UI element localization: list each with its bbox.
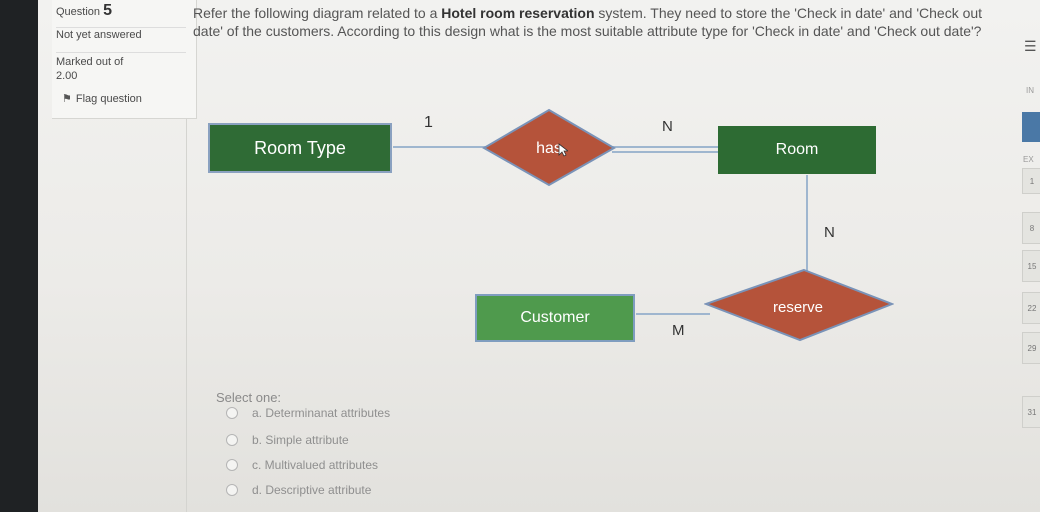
quiz-navigation: ☰ IN EX 1 8 15 22 29 31 [1020, 0, 1040, 512]
option-d-label: d. Descriptive attribute [252, 483, 372, 497]
nav-cell-1[interactable]: 1 [1022, 168, 1040, 194]
cursor-arrow-icon [558, 143, 568, 157]
question-number: Question 5 [56, 2, 112, 20]
option-a[interactable]: a. Determinanat attributes [226, 406, 390, 420]
nav-current-block[interactable] [1022, 112, 1040, 142]
nav-exam-label: EX [1023, 155, 1034, 164]
flag-question-link[interactable]: ⚑Flag question [62, 92, 142, 105]
nav-top-label: IN [1026, 86, 1034, 95]
nav-cell-31[interactable]: 31 [1022, 396, 1040, 428]
line-roomtype-has [393, 146, 528, 148]
relationship-has-label: has [536, 140, 562, 157]
question-bold: Hotel room reservation [441, 5, 595, 21]
question-info-box: Question 5 Not yet answered Marked out o… [52, 0, 197, 119]
option-b-label: b. Simple attribute [252, 433, 349, 447]
line-has-room-1 [612, 146, 718, 148]
select-one-label: Select one: [216, 390, 282, 405]
marked-out-of-label: Marked out of [56, 56, 124, 68]
cardinality-customer: M [672, 322, 685, 339]
option-a-radio[interactable] [226, 407, 238, 419]
line-room-reserve [806, 175, 808, 271]
option-b[interactable]: b. Simple attribute [226, 433, 349, 447]
marks-value: 2.00 [56, 70, 78, 82]
entity-customer: Customer [475, 294, 635, 342]
line-customer-reserve [636, 313, 710, 315]
cardinality-roomtype: 1 [424, 114, 433, 131]
entity-room-type: Room Type [208, 123, 392, 173]
flag-question-label: Flag question [75, 93, 142, 105]
option-d-radio[interactable] [226, 484, 238, 496]
marks-info: Marked out of 2.00 [56, 52, 186, 83]
option-c[interactable]: c. Multivalued attributes [226, 458, 378, 472]
browser-screen: Question 5 Not yet answered Marked out o… [38, 0, 1040, 512]
relationship-reserve-label: reserve [772, 298, 824, 316]
question-number-value: 5 [103, 2, 112, 19]
answer-status: Not yet answered [56, 27, 186, 41]
option-a-label: a. Determinanat attributes [252, 406, 391, 420]
question-text: Refer the following diagram related to a… [193, 4, 993, 40]
cardinality-room-reserve: N [824, 224, 835, 241]
question-rest: system. They need to store the 'Check in… [193, 5, 983, 39]
entity-room: Room [718, 126, 876, 174]
nav-cell-8[interactable]: 8 [1022, 212, 1040, 244]
menu-icon[interactable]: ☰ [1024, 38, 1037, 54]
relationship-has-shape [482, 108, 616, 187]
cardinality-room-has: N [662, 118, 673, 135]
nav-cell-29[interactable]: 29 [1022, 332, 1040, 364]
option-c-radio[interactable] [226, 459, 238, 471]
relationship-has [482, 108, 616, 187]
option-c-label: c. Multivalued attributes [252, 458, 379, 472]
question-panel [186, 0, 997, 512]
option-b-radio[interactable] [226, 434, 238, 446]
relationship-reserve-shape [704, 268, 894, 342]
nav-cell-15[interactable]: 15 [1022, 250, 1040, 282]
nav-cell-22[interactable]: 22 [1022, 292, 1040, 324]
question-intro: Refer the following diagram related to a [193, 5, 442, 21]
line-has-room-2 [612, 151, 718, 153]
question-label: Question [56, 6, 101, 18]
flag-icon: ⚑ [62, 93, 72, 105]
option-d[interactable]: d. Descriptive attribute [226, 483, 371, 497]
relationship-reserve [704, 268, 894, 342]
